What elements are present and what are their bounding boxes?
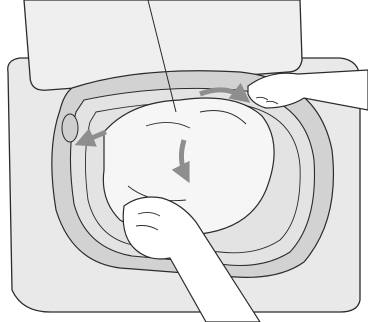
- drum-latch: [62, 114, 78, 142]
